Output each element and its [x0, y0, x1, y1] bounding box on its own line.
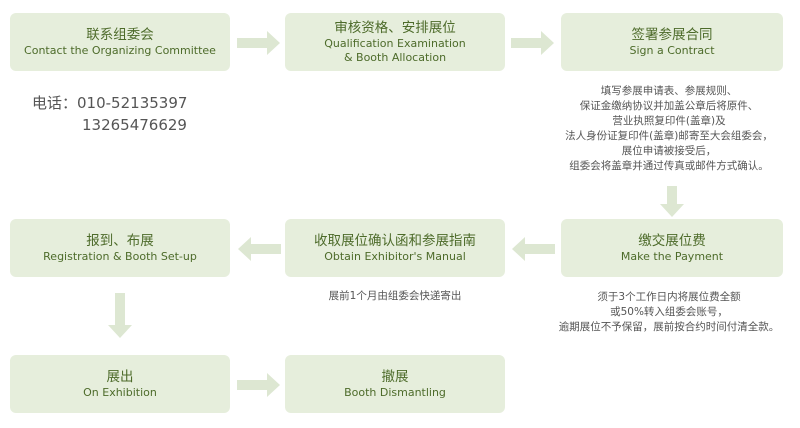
step-contact-en: Contact the Organizing Committee — [24, 43, 216, 57]
step-qualification-zh: 审核资格、安排展位 — [334, 19, 456, 36]
phone-number-1: 010-52135397 — [77, 94, 188, 112]
step-registration-en: Registration & Booth Set-up — [43, 249, 197, 263]
step-exhibition-en: On Exhibition — [83, 385, 157, 399]
step-make-payment: 缴交展位费 Make the Payment — [561, 219, 783, 277]
arrow-right-icon — [511, 31, 554, 55]
step-qualification-booth-allocation: 审核资格、安排展位 Qualification Examination & Bo… — [285, 13, 505, 71]
contract-note-line: 填写参展申请表、参展规则、 — [600, 85, 738, 97]
contract-note-line: 组委会将盖章并通过传真或邮件方式确认。 — [569, 160, 769, 172]
step-contact-zh: 联系组委会 — [86, 26, 154, 43]
step-registration-zh: 报到、布展 — [86, 232, 154, 249]
phone-number-2: 13265476629 — [82, 116, 187, 134]
contact-phone: 电话： 010-52135397 13265476629 — [32, 92, 187, 136]
contract-note-line: 营业执照复印件(盖章)及 — [612, 115, 726, 127]
step-contact-organizing-committee: 联系组委会 Contact the Organizing Committee — [10, 13, 230, 71]
step-manual-en: Obtain Exhibitor's Manual — [324, 249, 466, 263]
contract-note-line: 展位申请被接受后， — [621, 145, 717, 157]
step-payment-zh: 缴交展位费 — [638, 232, 706, 249]
contract-instructions: 填写参展申请表、参展规则、 保证金缴纳协议并加盖公章后将原件、 营业执照复印件(… — [530, 84, 800, 174]
step-manual-zh: 收取展位确认函和参展指南 — [314, 232, 476, 249]
step-qualification-en-line2: & Booth Allocation — [343, 50, 447, 64]
step-obtain-exhibitor-manual: 收取展位确认函和参展指南 Obtain Exhibitor's Manual — [285, 219, 505, 277]
step-payment-en: Make the Payment — [620, 249, 724, 263]
contract-note-line: 法人身份证复印件(盖章)邮寄至大会组委会， — [565, 130, 773, 142]
step-contract-zh: 签署参展合同 — [631, 26, 713, 43]
step-sign-contract: 签署参展合同 Sign a Contract — [561, 13, 783, 71]
arrow-left-icon — [512, 237, 555, 261]
payment-note-line: 或50%转入组委会账号， — [610, 306, 728, 318]
payment-note-line: 须于3个工作日内将展位费全额 — [597, 291, 741, 303]
step-registration-booth-setup: 报到、布展 Registration & Booth Set-up — [10, 219, 230, 277]
arrow-down-icon — [660, 186, 684, 217]
step-dismantling-en: Booth Dismantling — [344, 385, 446, 399]
step-qualification-en-line1: Qualification Examination — [324, 36, 466, 50]
phone-label: 电话： — [32, 94, 78, 112]
step-exhibition-zh: 展出 — [106, 368, 134, 385]
step-dismantling-zh: 撤展 — [381, 368, 409, 385]
arrow-left-icon — [238, 237, 281, 261]
payment-instructions: 须于3个工作日内将展位费全额 或50%转入组委会账号， 逾期展位不予保留，展前按… — [540, 290, 798, 335]
step-on-exhibition: 展出 On Exhibition — [10, 355, 230, 413]
arrow-down-icon — [108, 293, 132, 338]
manual-delivery-note: 展前1个月由组委会快递寄出 — [328, 290, 462, 302]
payment-note-line: 逾期展位不予保留，展前按合约时间付清全款。 — [558, 321, 780, 333]
contract-note-line: 保证金缴纳协议并加盖公章后将原件、 — [579, 100, 759, 112]
step-booth-dismantling: 撤展 Booth Dismantling — [285, 355, 505, 413]
step-contract-en: Sign a Contract — [629, 43, 715, 57]
arrow-right-icon — [237, 31, 280, 55]
arrow-right-icon — [237, 373, 280, 397]
